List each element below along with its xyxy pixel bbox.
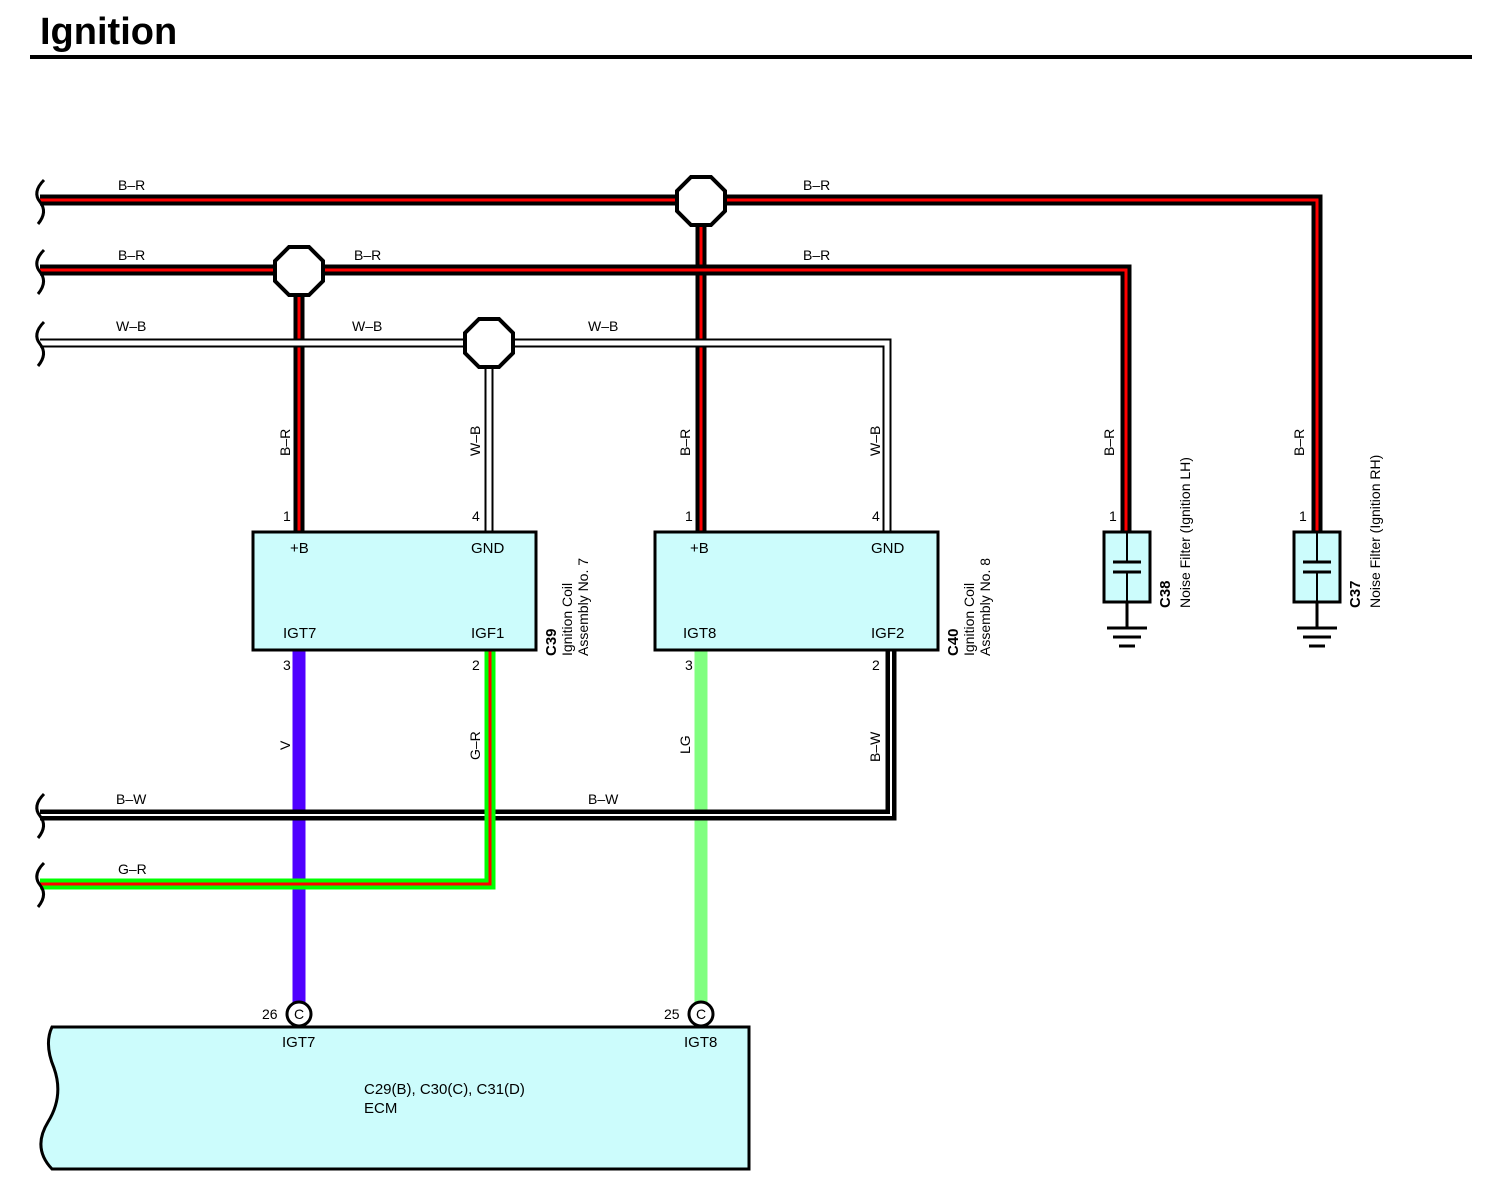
connector-letter: C	[294, 1006, 304, 1022]
pin-number: 4	[472, 508, 480, 524]
terminal-label: +B	[690, 540, 709, 557]
pin-number: 1	[1299, 508, 1307, 524]
wire-label-wb: W–B	[467, 426, 483, 456]
wire-label-br: B–R	[677, 429, 693, 456]
terminal-label: IGF1	[471, 625, 504, 642]
terminal-label: IGT7	[282, 1034, 315, 1051]
wire-label-br: B–R	[354, 247, 381, 263]
ecm-block: C C 26 25 IGT7 IGT8 C29(B), C30(C), C31(…	[39, 1000, 751, 1171]
component-name: Noise Filter (Ignition LH)	[1177, 457, 1193, 608]
component-code: C39	[543, 628, 560, 656]
ignition-coil-c40: 1 4 3 2 +B GND IGT8 IGF2 C40 Ignition Co…	[653, 508, 993, 673]
wire-label-br: B–R	[1101, 429, 1117, 456]
terminal-label: GND	[871, 540, 905, 557]
connector-circle	[687, 1000, 715, 1028]
pin-number: 2	[472, 657, 480, 673]
wire-wb	[40, 338, 892, 532]
wire-br-top	[40, 194, 1323, 532]
component-name: Ignition Coil	[559, 583, 575, 656]
wire-label-br: B–R	[277, 429, 293, 456]
wire-label-gr: G–R	[118, 861, 147, 877]
pin-number: 2	[872, 657, 880, 673]
wire-label-lg: LG	[677, 735, 693, 754]
wire-bw	[40, 650, 897, 821]
wire-label-br: B–R	[1291, 429, 1307, 456]
terminal-label: IGT7	[283, 625, 316, 642]
terminal-label: IGT8	[684, 1034, 717, 1051]
wire-label-wb: W–B	[352, 318, 382, 334]
splice-wb	[463, 317, 515, 369]
page-title: Ignition	[40, 11, 177, 53]
terminal-label: GND	[471, 540, 505, 557]
component-code: C40	[945, 628, 962, 656]
terminal-label: +B	[290, 540, 309, 557]
wire-label-wb: W–B	[867, 426, 883, 456]
wire-br-second	[40, 264, 1132, 532]
wire-gr	[40, 650, 496, 890]
connector-letter: C	[696, 1006, 706, 1022]
wire-label-bw: B–W	[588, 791, 619, 807]
pin-number: 3	[685, 657, 693, 673]
component-code: C38	[1157, 580, 1174, 608]
ground-icon	[1107, 626, 1147, 648]
pin-number: 4	[872, 508, 880, 524]
component-name: Assembly No. 8	[977, 558, 993, 656]
noise-filter-c37: 1 C37 Noise Filter (Ignition RH)	[1292, 455, 1383, 648]
pin-number: 25	[664, 1006, 680, 1022]
splice-top	[675, 175, 727, 227]
splice-points	[273, 175, 727, 369]
pin-number: 3	[283, 657, 291, 673]
ground-icon	[1297, 626, 1337, 648]
wire-label-wb: W–B	[116, 318, 146, 334]
wire-label-v: V	[277, 740, 293, 750]
pin-number: 1	[283, 508, 291, 524]
ignition-coil-c39: 1 4 3 2 +B GND IGT7 IGF1 C39 Ignition Co…	[251, 508, 591, 673]
wire-label-br: B–R	[118, 247, 145, 263]
terminal-label: IGT8	[683, 625, 716, 642]
wire-label-bw: B–W	[867, 731, 883, 762]
pin-number: 1	[1109, 508, 1117, 524]
component-name: Noise Filter (Ignition RH)	[1367, 455, 1383, 608]
ecm-name: ECM	[364, 1100, 397, 1117]
wire-label-br: B–R	[803, 177, 830, 193]
wire-label-gr: G–R	[467, 731, 483, 760]
pin-number: 1	[685, 508, 693, 524]
wire-break-marks	[35, 178, 46, 908]
noise-filter-c38: 1 C38 Noise Filter (Ignition LH)	[1102, 457, 1193, 648]
wire-label-br: B–R	[118, 177, 145, 193]
wire-label-br: B–R	[803, 247, 830, 263]
component-name: Ignition Coil	[961, 583, 977, 656]
connector-circle	[285, 1000, 313, 1028]
splice-br-second	[273, 245, 325, 297]
pin-number: 26	[262, 1006, 278, 1022]
component-name: Assembly No. 7	[575, 558, 591, 656]
ecm-connectors: C29(B), C30(C), C31(D)	[364, 1081, 525, 1098]
wire-label-bw: B–W	[116, 791, 147, 807]
terminal-label: IGF2	[871, 625, 904, 642]
component-code: C37	[1347, 580, 1364, 608]
wire-label-wb: W–B	[588, 318, 618, 334]
